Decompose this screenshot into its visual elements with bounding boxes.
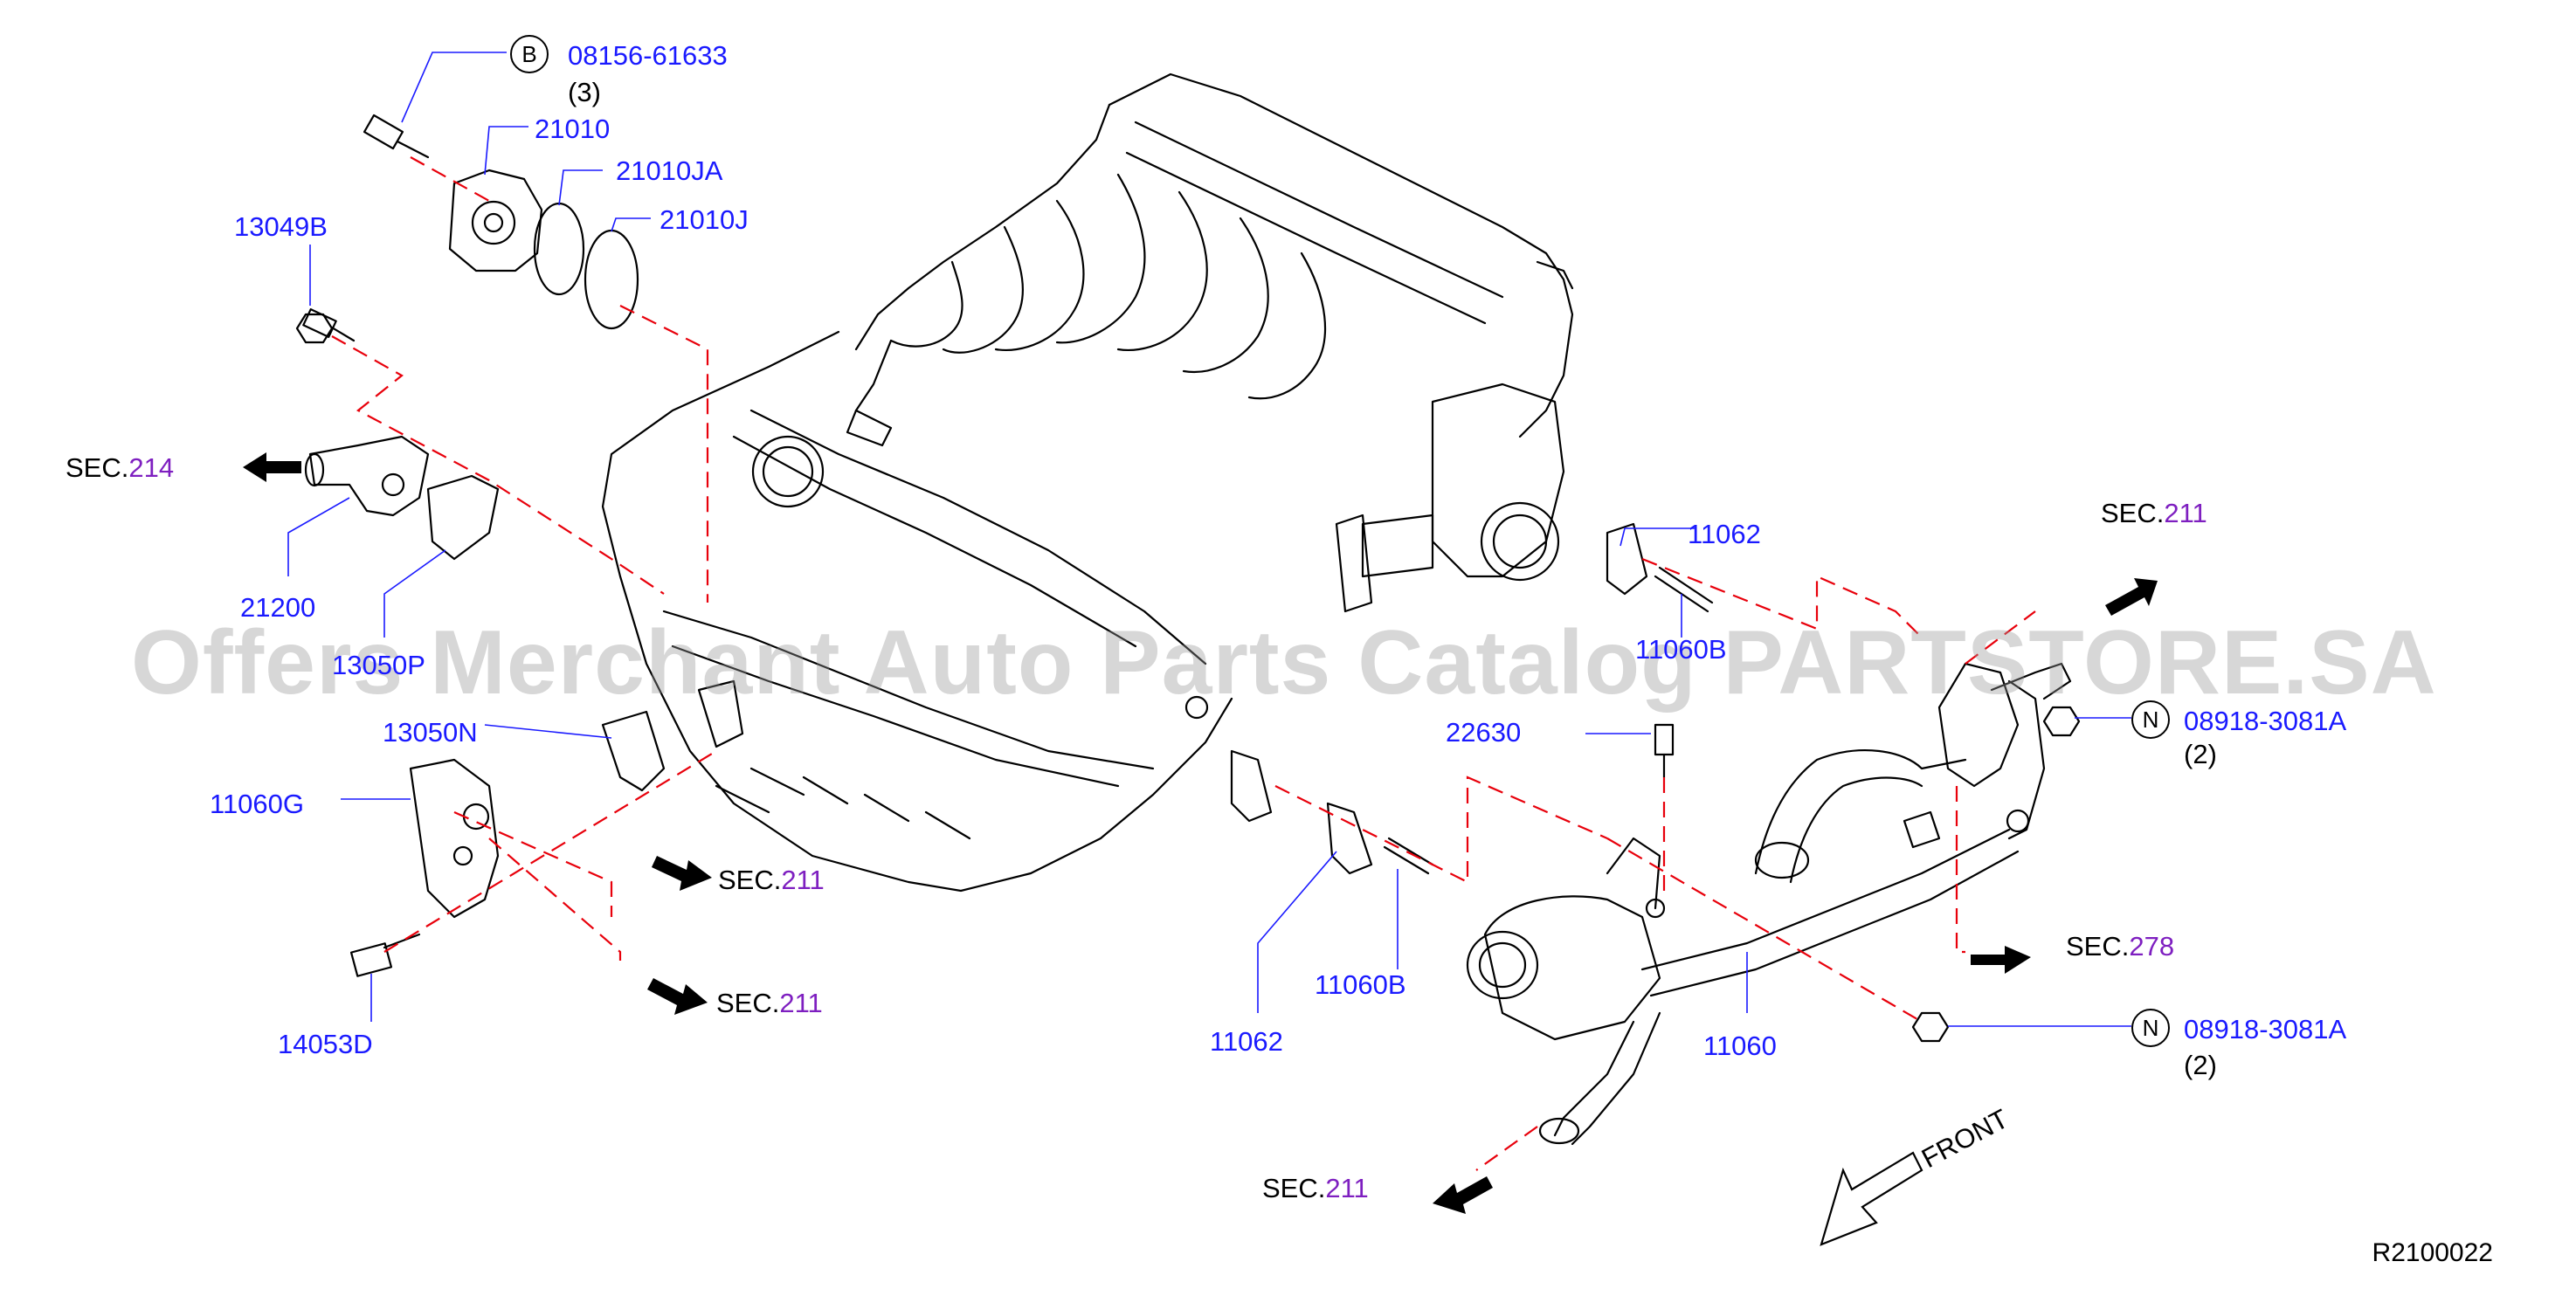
part-08918-3081A-bottom[interactable]: 08918-3081A <box>2184 1014 2347 1044</box>
part-21010[interactable]: 21010 <box>535 114 611 144</box>
part-11060B-top[interactable]: 11060B <box>1635 634 1727 665</box>
sec-number: 214 <box>128 452 175 483</box>
part-13050N[interactable]: 13050N <box>383 717 478 748</box>
part-21010J[interactable]: 21010J <box>660 204 749 235</box>
nuts <box>295 313 2081 1043</box>
dashed-connection-lines <box>331 156 2036 1171</box>
watermark: Offers Merchant Auto Parts Catalog PARTS… <box>131 612 2437 713</box>
sensor-22630 <box>1654 723 1675 779</box>
leader-lines <box>287 52 2131 1027</box>
sec-prefix: SEC. <box>1262 1173 1326 1203</box>
nut-type-n-marker-bottom: N <box>2131 1009 2170 1047</box>
water-pump <box>302 114 639 342</box>
water-pipe-11060 <box>1466 662 2072 1146</box>
intake-manifold <box>854 72 1574 438</box>
bolt-type-b-marker: B <box>510 35 549 73</box>
gaskets-right <box>1230 522 1714 875</box>
nut-type-n-marker-top: N <box>2131 700 2170 739</box>
part-14053D[interactable]: 14053D <box>278 1029 373 1059</box>
arrow-sec-278 <box>1971 946 2031 974</box>
gaskets-left <box>601 679 744 792</box>
sec-211-link-bottom[interactable]: SEC.211 <box>1262 1175 1369 1202</box>
sec-number: 211 <box>2164 498 2207 528</box>
part-21200[interactable]: 21200 <box>240 592 316 623</box>
sec-number: 278 <box>2129 931 2175 962</box>
sec-prefix: SEC. <box>716 988 780 1018</box>
sec-number: 211 <box>1325 1173 1369 1203</box>
part-11060B-bottom[interactable]: 11060B <box>1315 969 1406 1000</box>
arrow-sec-211-top-right <box>2105 578 2158 616</box>
part-08918-3081A-top[interactable]: 08918-3081A <box>2184 706 2347 736</box>
direction-arrows <box>243 452 2158 1214</box>
arrow-sec-214 <box>243 452 301 482</box>
sec-211-link-mid-1[interactable]: SEC.211 <box>718 866 825 893</box>
housing-11060G <box>349 758 500 977</box>
part-08918-3081A-top-qty: (2) <box>2184 739 2217 769</box>
sec-prefix: SEC. <box>718 865 782 895</box>
part-11060[interactable]: 11060 <box>1703 1031 1777 1061</box>
part-08918-3081A-bottom-qty: (2) <box>2184 1050 2217 1080</box>
sec-prefix: SEC. <box>2066 931 2130 962</box>
sec-prefix: SEC. <box>66 452 129 483</box>
arrow-sec-211-mid-1 <box>652 856 712 891</box>
diagram-code: R2100022 <box>2372 1238 2493 1267</box>
part-13050P[interactable]: 13050P <box>332 650 425 680</box>
part-08156-61633-qty: (3) <box>568 77 601 107</box>
part-11062-bottom[interactable]: 11062 <box>1210 1026 1283 1057</box>
sec-number: 211 <box>781 865 825 895</box>
throttle-body <box>1335 383 1565 613</box>
sec-prefix: SEC. <box>2101 498 2165 528</box>
sec-278-link[interactable]: SEC.278 <box>2066 933 2174 960</box>
sec-211-link-top-right[interactable]: SEC.211 <box>2101 500 2207 527</box>
part-11062-top[interactable]: 11062 <box>1688 519 1761 549</box>
engine-block <box>601 330 1233 893</box>
front-arrow <box>1820 1151 1923 1246</box>
water-outlet <box>304 435 500 561</box>
sec-211-link-mid-2[interactable]: SEC.211 <box>716 989 823 1017</box>
part-21010JA[interactable]: 21010JA <box>616 155 723 186</box>
arrow-sec-211-bottom <box>1433 1176 1493 1214</box>
sec-214-link[interactable]: SEC.214 <box>66 454 174 481</box>
sec-number: 211 <box>779 988 823 1018</box>
part-22630[interactable]: 22630 <box>1446 717 1522 748</box>
part-11060G[interactable]: 11060G <box>210 789 305 819</box>
part-08156-61633[interactable]: 08156-61633 <box>568 40 728 71</box>
arrow-sec-211-mid-2 <box>647 978 708 1015</box>
part-13049B[interactable]: 13049B <box>234 211 328 242</box>
